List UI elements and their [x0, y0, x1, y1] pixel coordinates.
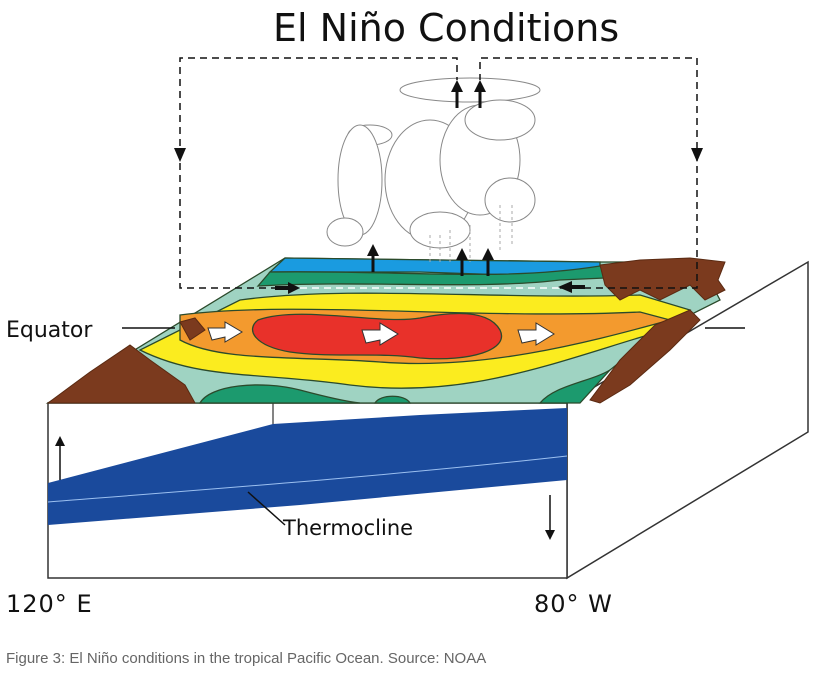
thermocline-pointer [247, 491, 286, 526]
up-arrow-icon [451, 80, 463, 108]
rain-lines [429, 205, 513, 262]
equator-label: Equator [6, 318, 93, 343]
up-arrow-icon [367, 244, 379, 272]
diagram-title: El Niño Conditions [273, 6, 620, 50]
upwelling-arrow-icon [55, 436, 65, 480]
figure-caption: Figure 3: El Niño conditions in the trop… [6, 650, 487, 667]
longitude-east-label: 80° W [534, 590, 613, 618]
wind-arrow-icon [207, 321, 243, 343]
thermocline-layer [48, 408, 567, 525]
right-arrow-icon [275, 282, 300, 294]
arrow-icons [174, 80, 703, 294]
wind-arrow-icon [361, 322, 399, 346]
wind-arrow-icon [517, 322, 555, 346]
down-arrow-icon [691, 148, 703, 162]
longitude-west-label: 120° E [6, 590, 93, 618]
wind-arrows [207, 321, 555, 346]
land-masses [46, 257, 726, 404]
down-arrow-icon [174, 148, 186, 162]
up-arrow-icon [482, 248, 494, 276]
left-arrow-icon [558, 281, 585, 293]
walker-circulation [179, 57, 698, 289]
thermocline-label: Thermocline [283, 516, 414, 540]
up-arrow-icon [456, 248, 468, 276]
up-arrow-icon [474, 80, 486, 108]
thermocline-line [47, 455, 568, 503]
storm-clouds [326, 77, 541, 249]
downwelling-arrow-icon [545, 495, 555, 540]
